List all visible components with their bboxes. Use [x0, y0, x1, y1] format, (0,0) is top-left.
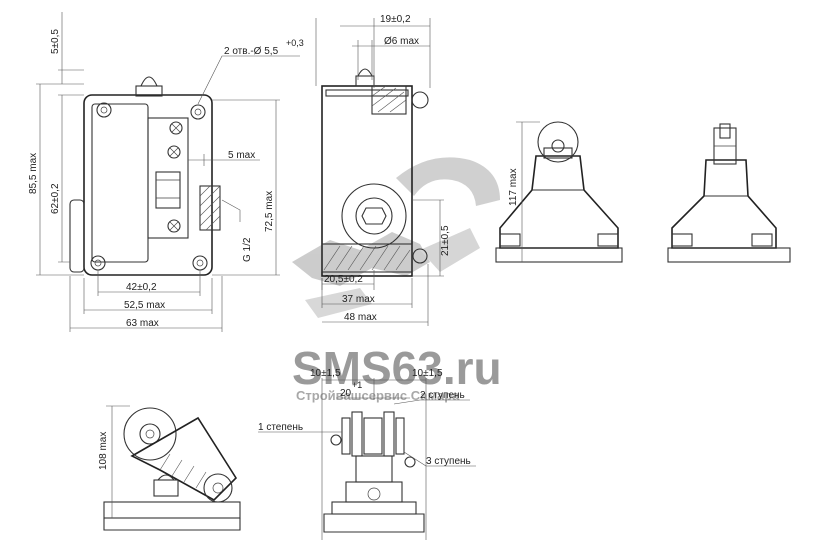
dim-62: 62±0,2 — [50, 183, 61, 214]
dim-5-max: 5 max — [228, 150, 255, 161]
dim-72-5: 72,5 max — [264, 191, 275, 232]
lever-view — [667, 123, 791, 263]
watermark-logo — [292, 157, 500, 318]
stages-view: 10±1,5 10±1,5 20 +1 1 степень 2 ступень … — [258, 368, 476, 540]
stage-3-label: 3 ступень — [426, 456, 471, 467]
dim-21: 21±0,5 — [440, 225, 451, 256]
side-view: 19±0,2 Ø6 max 21±0,5 20,5±0,2 37 max 48 … — [315, 14, 451, 326]
stage-1-label: 1 степень — [258, 422, 303, 433]
stage-2-label: 2 ступень — [420, 390, 465, 401]
dim-37: 37 max — [342, 294, 375, 305]
lever-housing — [671, 159, 777, 249]
holes-note: 2 отв.-Ø 5,5 — [224, 46, 279, 57]
front-view: 85,5 max 62±0,2 5±0,5 72,5 max 42±0,2 52… — [28, 12, 304, 332]
front-body — [83, 94, 213, 276]
watermark-tagline: Стройвашсервис Самара — [296, 388, 460, 403]
lever-arm — [130, 416, 238, 501]
dim-10-left: 10±1,5 — [310, 368, 341, 379]
dim-52-5: 52,5 max — [124, 300, 165, 311]
dim-19: 19±0,2 — [380, 14, 411, 25]
dim-85-5: 85,5 max — [28, 153, 39, 194]
dim-5: 5±0,5 — [50, 29, 61, 54]
dim-20: 20 — [340, 388, 352, 399]
dim-20-5: 20,5±0,2 — [324, 274, 363, 285]
dim-20-tolerance: +1 — [352, 380, 362, 390]
dim-d6: Ø6 max — [384, 36, 419, 47]
thread-g-1-2: G 1/2 — [242, 237, 253, 262]
dim-42: 42±0,2 — [126, 282, 157, 293]
roller-view: 117 max — [495, 121, 623, 263]
holes-tolerance: +0,3 — [286, 38, 304, 48]
watermark-brand: SMS63.ru — [292, 342, 502, 394]
dim-63: 63 max — [126, 318, 159, 329]
dim-48: 48 max — [344, 312, 377, 323]
dim-117: 117 max — [508, 168, 519, 206]
dim-108: 108 max — [98, 432, 109, 470]
dim-10-right: 10±1,5 — [412, 368, 443, 379]
lever-arm-view: 108 max — [98, 405, 241, 531]
